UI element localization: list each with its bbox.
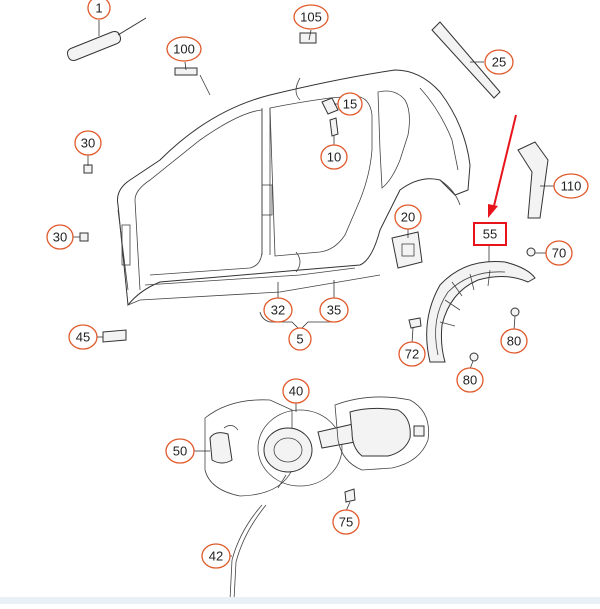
- callout-32: 32: [263, 297, 293, 323]
- part-75-screw: [344, 488, 356, 503]
- callout-80-right: 80: [500, 328, 528, 354]
- callout-15: 15: [337, 92, 363, 116]
- callout-50: 50: [165, 438, 195, 464]
- callout-100-label: 100: [173, 42, 195, 57]
- callout-70-label: 70: [552, 246, 566, 261]
- part-80-screw-b: [469, 352, 479, 362]
- callout-55-label: 55: [483, 227, 497, 242]
- callout-1: 1: [87, 0, 111, 20]
- callout-40-label: 40: [289, 384, 303, 399]
- callout-42: 42: [201, 543, 231, 569]
- callout-55-highlighted: 55: [473, 222, 507, 246]
- callout-1-label: 1: [95, 1, 102, 16]
- callout-30-lower-label: 30: [53, 230, 67, 245]
- part-80-screw-a: [510, 307, 520, 317]
- callout-20-label: 20: [401, 210, 415, 225]
- part-110-panel: [517, 141, 549, 219]
- leader-lines: [72, 20, 556, 557]
- callout-25: 25: [484, 49, 514, 75]
- callout-42-label: 42: [209, 549, 223, 564]
- part-72-clip: [408, 317, 422, 329]
- part-30-clip-a: [83, 164, 93, 174]
- body-side-panel: [117, 69, 471, 307]
- callout-105: 105: [293, 4, 329, 30]
- callout-70: 70: [545, 240, 573, 266]
- part-15-bracket: [321, 97, 339, 115]
- callout-30-lower: 30: [46, 224, 74, 250]
- callout-25-label: 25: [492, 55, 506, 70]
- callout-75: 75: [332, 509, 360, 535]
- callout-80-right-label: 80: [507, 334, 521, 349]
- callout-72-label: 72: [405, 347, 419, 362]
- callout-5-label: 5: [296, 332, 303, 347]
- callout-35: 35: [319, 297, 349, 323]
- callout-32-label: 32: [271, 303, 285, 318]
- part-1-cartridge: [67, 17, 147, 61]
- callout-35-label: 35: [327, 303, 341, 318]
- callout-80-lower: 80: [456, 367, 484, 393]
- callout-40: 40: [282, 378, 310, 404]
- part-45-bracket: [102, 329, 127, 343]
- part-10-bolt: [329, 117, 339, 137]
- callout-110-label: 110: [561, 179, 582, 194]
- callout-20: 20: [394, 204, 422, 230]
- part-30-clip-b: [79, 232, 89, 242]
- callout-100: 100: [166, 36, 202, 62]
- fuel-flap-assembly: [204, 396, 429, 601]
- part-25-strip: [431, 21, 501, 99]
- callout-15-label: 15: [343, 97, 357, 112]
- part-20-box: [391, 231, 423, 269]
- callout-75-label: 75: [339, 515, 353, 530]
- callout-10-label: 10: [327, 150, 341, 165]
- bottom-band: [0, 597, 600, 604]
- part-55-wheelhouse-liner: [426, 260, 536, 363]
- callout-45-label: 45: [76, 330, 90, 345]
- part-105-clip: [299, 32, 317, 44]
- callout-30-upper: 30: [74, 130, 102, 156]
- callout-45: 45: [68, 324, 98, 350]
- highlight-arrow: [488, 114, 517, 218]
- callout-110: 110: [553, 173, 589, 199]
- callout-105-label: 105: [300, 10, 322, 25]
- callout-80-lower-label: 80: [463, 373, 477, 388]
- callout-72: 72: [398, 341, 426, 367]
- callout-30-upper-label: 30: [81, 136, 95, 151]
- callout-10: 10: [320, 144, 348, 170]
- callout-50-label: 50: [173, 444, 187, 459]
- part-70-fastener: [526, 247, 536, 257]
- callout-5: 5: [288, 327, 312, 351]
